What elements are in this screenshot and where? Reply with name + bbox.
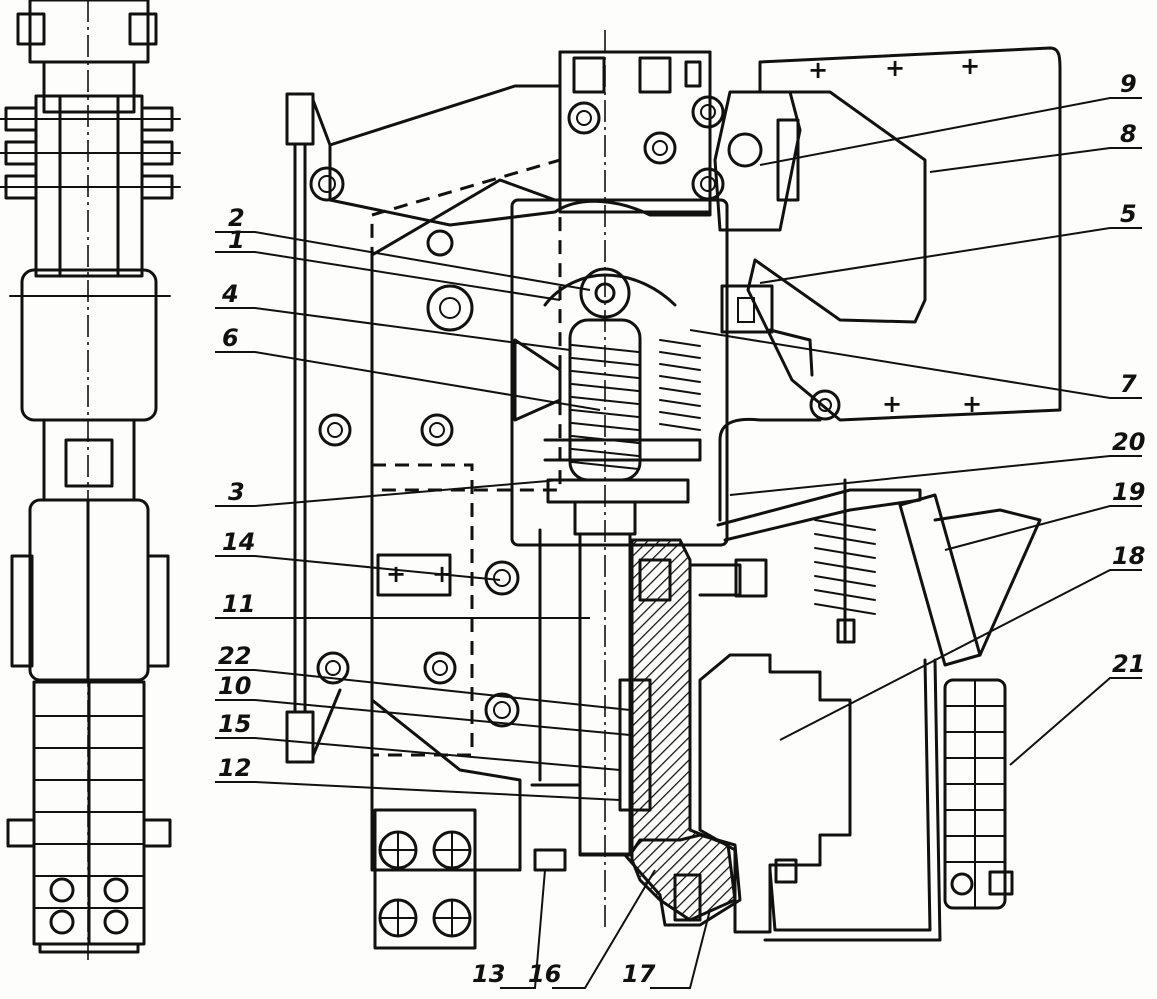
svg-text:+: + [962, 390, 982, 418]
label-4: 4 [221, 280, 239, 308]
side-terminal-stack [6, 680, 172, 954]
label-9: 9 [1120, 70, 1137, 98]
label-3: 3 [228, 478, 245, 506]
label-22: 22 [218, 642, 251, 670]
housing-section [630, 538, 737, 922]
label-7: 7 [1120, 370, 1137, 398]
label-8: 8 [1120, 120, 1137, 148]
svg-text:+: + [386, 560, 406, 588]
cover-8 [746, 46, 1062, 422]
label-12: 12 [218, 754, 251, 782]
spring-19-assembly [814, 478, 876, 644]
label-17: 17 [622, 960, 656, 988]
svg-text:+: + [885, 54, 905, 82]
label-13: 13 [472, 960, 505, 988]
terminal-strip-21 [943, 678, 1014, 910]
label-21: 21 [1112, 650, 1145, 678]
side-bolts [0, 106, 181, 200]
contact-assembly [713, 90, 802, 232]
side-view [0, 0, 181, 960]
label-6: 6 [222, 324, 239, 352]
main-view: + + + + + [285, 30, 1062, 950]
label-19: 19 [1112, 478, 1145, 506]
spring-assembly [513, 318, 702, 536]
label-10: 10 [218, 672, 251, 700]
svg-text:+: + [960, 52, 980, 80]
label-15: 15 [218, 710, 251, 738]
relay-18 [698, 653, 852, 934]
label-11: 11 [222, 590, 255, 618]
svg-text:+: + [882, 390, 902, 418]
label-20: 20 [1112, 428, 1145, 456]
label-18: 18 [1112, 542, 1145, 570]
label-1: 1 [228, 226, 245, 254]
label-2: 2 [228, 204, 245, 232]
leader-lines [215, 97, 1142, 989]
label-14: 14 [222, 528, 255, 556]
label-5: 5 [1120, 200, 1137, 228]
arm-20 [716, 488, 922, 542]
svg-text:+: + [808, 56, 828, 84]
labels: 9 8 5 7 20 19 18 21 2 1 4 6 3 14 11 22 1… [218, 70, 1145, 988]
label-16: 16 [528, 960, 561, 988]
